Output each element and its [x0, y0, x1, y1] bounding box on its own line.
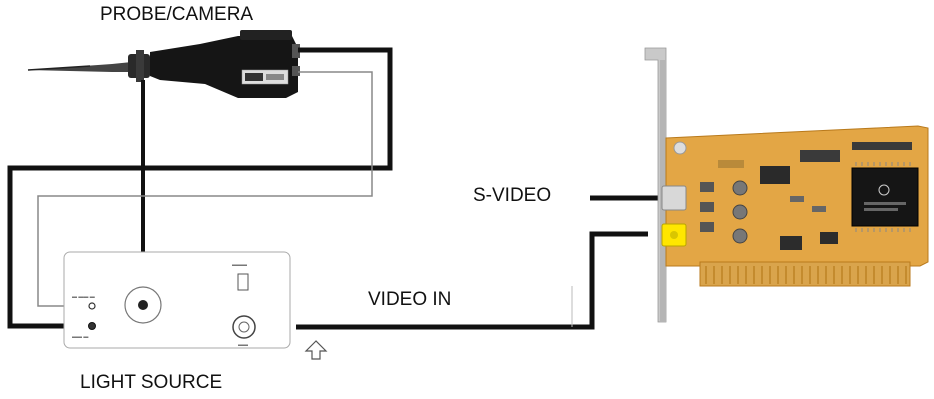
jack-bottom-caption: ▬▬ ▬ [72, 334, 88, 340]
s-video-label: S-VIDEO [473, 185, 552, 206]
jack-top-caption: ▬ ▬▬ ▬ [72, 294, 95, 300]
s-video-connector [661, 185, 687, 211]
camera-body [150, 36, 298, 98]
camera-logo [245, 73, 263, 81]
switch-caption: ▬▬▬ [232, 262, 247, 268]
chip-logo [878, 184, 890, 196]
camera-connector-bottom [292, 66, 300, 76]
jack-top [88, 302, 96, 310]
intensity-knob-inner [238, 321, 250, 333]
card-edge-connector [699, 261, 911, 287]
chip-marking-2 [864, 208, 898, 211]
edge-contacts [705, 266, 907, 284]
light-source-label: LIGHT SOURCE [80, 372, 223, 393]
probe-camera-label: PROBE/CAMERA [100, 4, 254, 25]
video-in-label: VIDEO IN [368, 289, 452, 310]
capture-card [644, 47, 929, 323]
fiber-port-inner [138, 300, 148, 310]
camera-connector-top [292, 44, 300, 58]
video-in-cable [296, 231, 648, 330]
jack-bottom [88, 322, 96, 330]
light-source-panel [63, 251, 291, 349]
camera-top-ridge [240, 30, 292, 40]
pcb-components [673, 141, 912, 250]
decoder-chip [851, 167, 919, 227]
probe-camera [27, 30, 300, 98]
camera-main-cable [7, 47, 393, 329]
power-switch [237, 273, 249, 291]
camera-logo-text [266, 74, 284, 80]
chip-pins [855, 162, 911, 232]
probe-tip-line [27, 65, 91, 71]
light-source-box: ▬ ▬▬ ▬ ▬▬ ▬ ▬▬▬ ▬▬ [63, 251, 291, 349]
probe-collar [136, 50, 144, 82]
knob-caption: ▬▬ [238, 342, 248, 348]
cables [7, 47, 666, 330]
chip-marking-1 [864, 202, 906, 205]
rca-pin [670, 231, 678, 239]
up-arrow-icon [304, 340, 328, 360]
camera-thin-cable [37, 71, 373, 307]
